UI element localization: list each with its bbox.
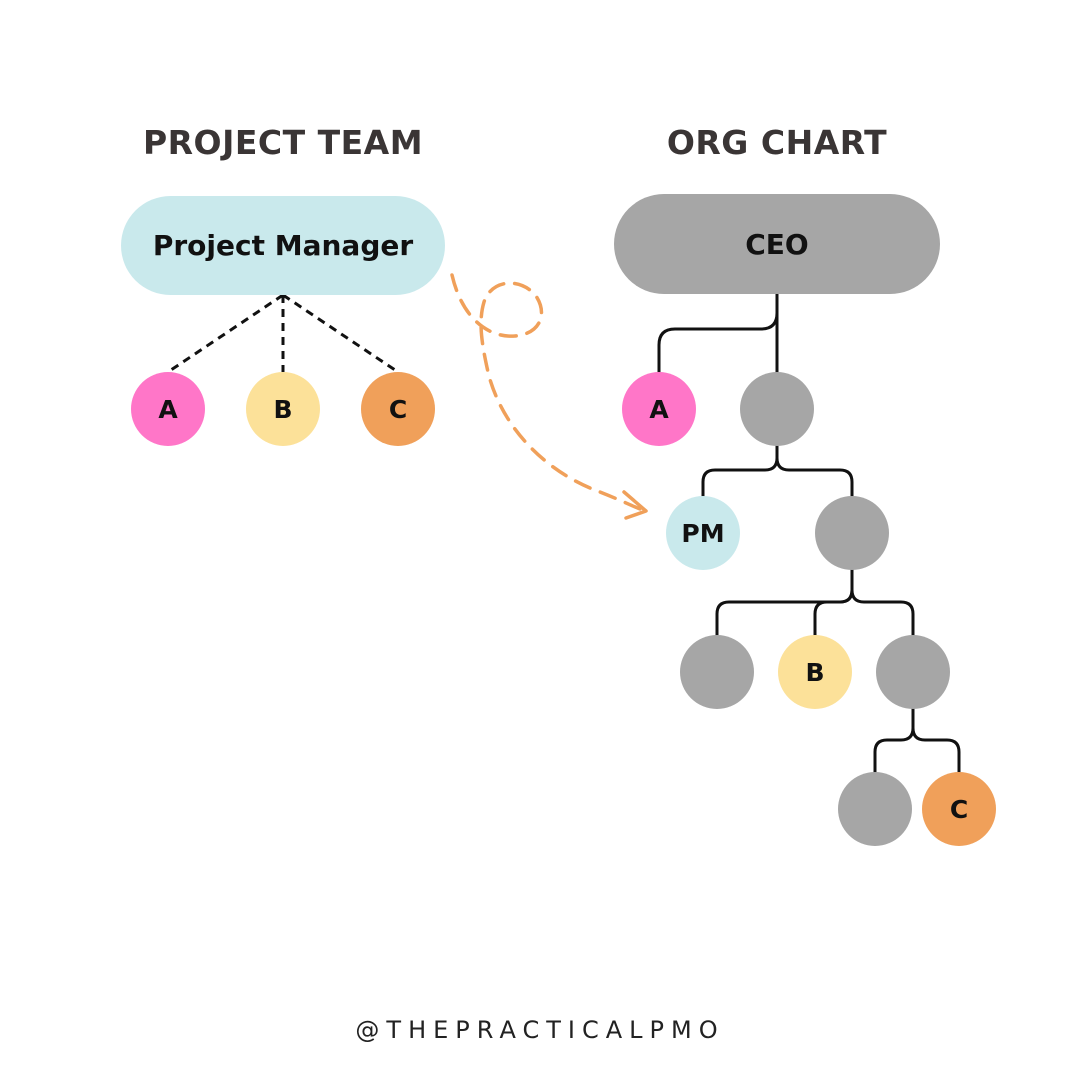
org-node-leaf xyxy=(838,772,912,846)
org-chart-connectors xyxy=(657,291,961,774)
team-member-c: C xyxy=(361,372,435,446)
project-team-connectors xyxy=(167,293,399,374)
org-node-c: C xyxy=(922,772,996,846)
org-node-staff-right xyxy=(876,635,950,709)
connector-pm-to-c xyxy=(282,293,399,374)
team-member-b: B xyxy=(246,372,320,446)
move-arrow xyxy=(450,273,642,511)
connector-ceo-to-a xyxy=(657,311,779,374)
connector-mgr-to-pm xyxy=(701,444,779,498)
connector-sub-to-right xyxy=(850,588,915,637)
connector-pm-to-a xyxy=(167,293,284,374)
org-node-a: A xyxy=(622,372,696,446)
team-member-a: A xyxy=(131,372,205,446)
org-node-submanager xyxy=(815,496,889,570)
project-manager-pill: Project Manager xyxy=(121,196,445,295)
connector-right-to-leaf xyxy=(873,707,915,774)
connector-sub-to-b xyxy=(813,588,854,637)
arrow-head xyxy=(622,490,648,520)
org-chart-heading: ORG CHART xyxy=(666,123,888,162)
org-node-pm: PM xyxy=(666,496,740,570)
org-node-staff-left xyxy=(680,635,754,709)
ceo-pill: CEO xyxy=(614,194,940,294)
connector-mgr-to-sub xyxy=(775,456,854,498)
org-node-manager xyxy=(740,372,814,446)
project-team-heading: PROJECT TEAM xyxy=(142,123,424,162)
org-node-b: B xyxy=(778,635,852,709)
connector-right-to-c xyxy=(911,726,961,774)
footer-handle: @THEPRACTICALPMO xyxy=(355,1016,725,1044)
